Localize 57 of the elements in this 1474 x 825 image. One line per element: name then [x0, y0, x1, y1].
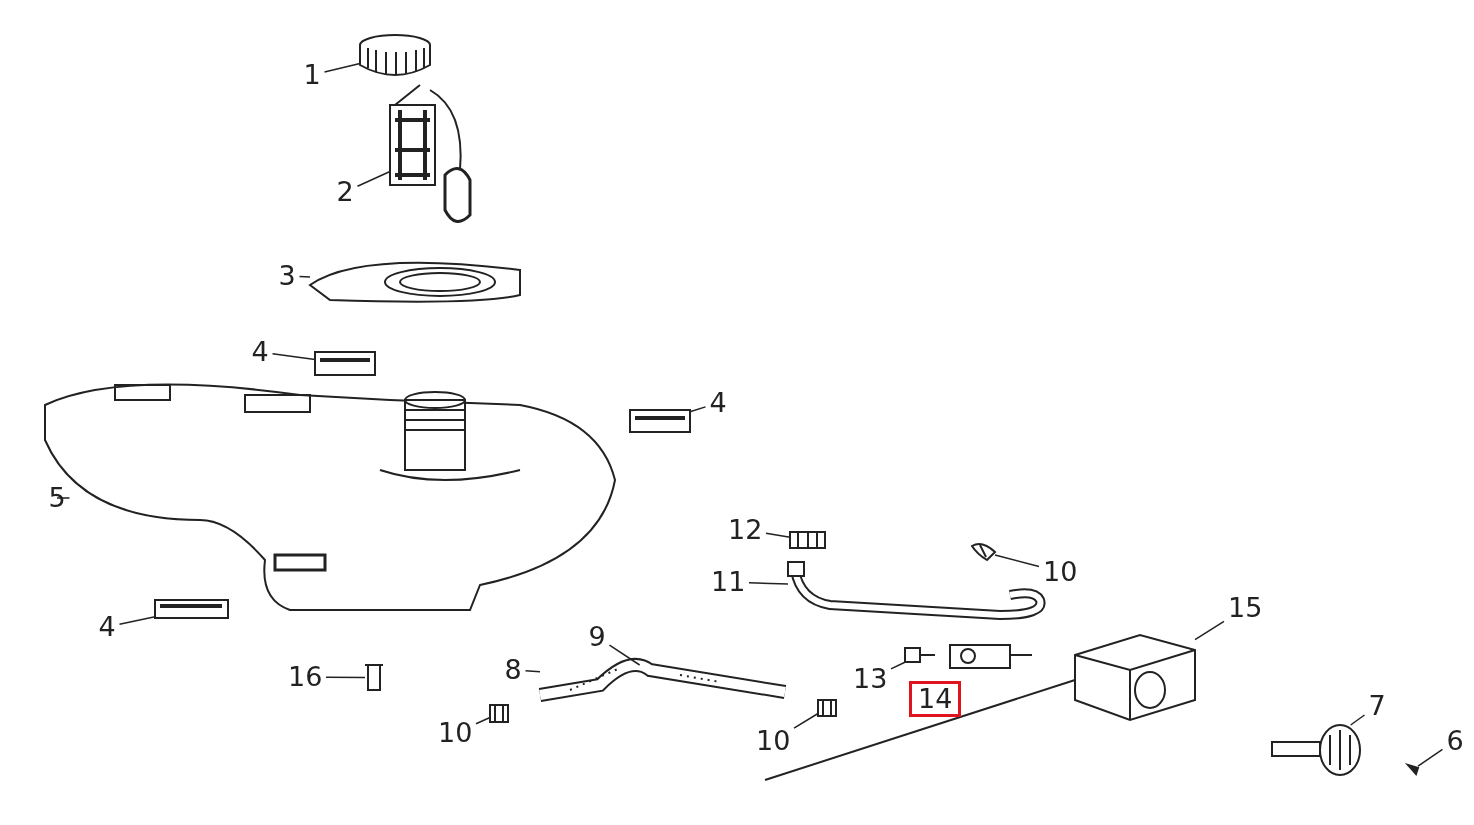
callout-number: 4: [249, 337, 271, 367]
leader-line: [1349, 714, 1366, 726]
callout-number: 3: [276, 261, 298, 291]
callout-number: 7: [1366, 691, 1388, 721]
breather-hose-drawing: [787, 561, 1046, 620]
bolt-drawing: [364, 664, 384, 691]
callout-number: 8: [502, 655, 524, 685]
leader-line: [608, 644, 641, 666]
callout-number: 2: [334, 177, 356, 207]
callout-number: 9: [586, 622, 608, 652]
fuel-tank-drawing: [44, 383, 616, 611]
leader-line: [298, 275, 311, 278]
rubber-pad-drawing: [314, 351, 376, 376]
callout-number: 11: [709, 567, 748, 597]
fuel-cap-drawing: [359, 34, 431, 76]
leader-line: [793, 712, 819, 729]
callout-number: 15: [1226, 593, 1265, 623]
hose-clip-drawing: [817, 699, 837, 717]
leader-line: [56, 497, 71, 499]
knob-drawing: [1271, 724, 1361, 776]
filler-collar-drawing: [309, 261, 521, 303]
hose-clip-drawing: [971, 543, 996, 561]
callout-number: 10: [754, 726, 793, 756]
leader-line: [325, 676, 366, 679]
rubber-pad-drawing: [154, 599, 229, 619]
leader-line: [765, 532, 791, 538]
leader-line: [748, 582, 789, 585]
leader-line: [118, 616, 156, 626]
callout-number: 10: [1041, 557, 1080, 587]
callout-number: 10: [436, 718, 475, 748]
leader-line: [356, 170, 391, 188]
callout-number: 16: [286, 662, 325, 692]
leader-line: [1194, 620, 1225, 641]
callout-number: 12: [726, 515, 765, 545]
leader-line: [524, 670, 541, 673]
callout-number: 1: [301, 60, 323, 90]
rubber-pad-drawing: [629, 409, 691, 433]
fuel-hose-drawing: [538, 658, 787, 702]
leader-line: [271, 352, 316, 361]
leader-line: [890, 661, 907, 670]
leader-line: [1417, 748, 1444, 767]
highlighted-callout-number: 14: [909, 681, 962, 717]
callout-number: 4: [707, 388, 729, 418]
hose-clip-drawing: [789, 531, 826, 549]
screw-drawing: [904, 647, 936, 663]
callout-number: 4: [96, 612, 118, 642]
leader-line: [689, 406, 707, 413]
screw-drawing: [1404, 763, 1420, 776]
callout-number: 13: [851, 664, 890, 694]
fuel-pump-drawing: [1074, 633, 1196, 722]
leader-line: [994, 554, 1040, 568]
hose-clip-drawing: [489, 704, 509, 723]
callout-number: 6: [1444, 726, 1466, 756]
leader-line: [323, 62, 361, 73]
callout-number: 5: [46, 483, 68, 513]
leader-line: [475, 716, 491, 725]
fuel-strainer-drawing: [389, 84, 472, 223]
